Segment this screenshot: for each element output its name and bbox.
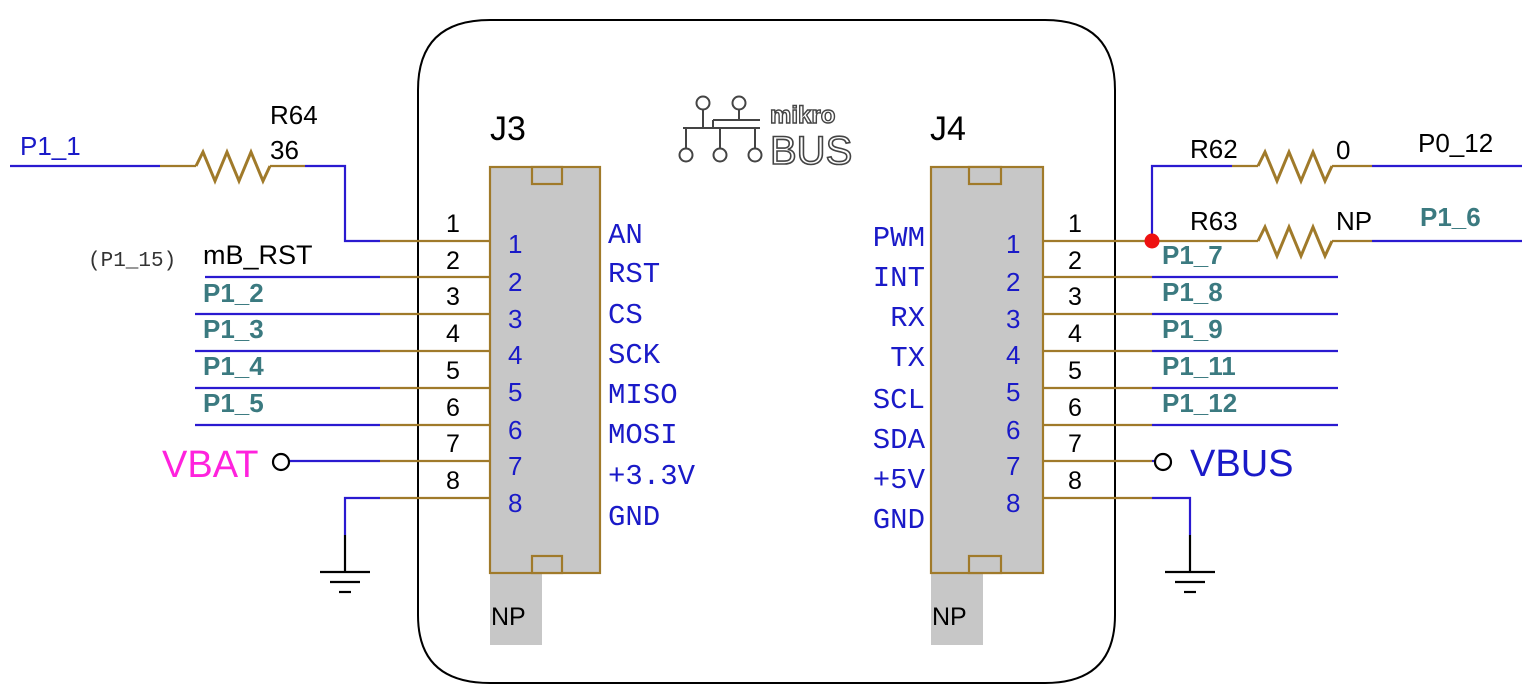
- j4-pin-number: 5: [1068, 357, 1082, 385]
- j3-pin-number: 5: [446, 357, 460, 385]
- j3-signal-label: SCK: [608, 339, 661, 372]
- r63-ref: R63: [1190, 206, 1238, 236]
- j4-inner-number: 6: [1006, 415, 1020, 445]
- r64-ref: R64: [270, 100, 318, 130]
- net-mb-rst: mB_RST: [203, 240, 313, 270]
- j4-signal-label: PWM: [873, 222, 925, 255]
- j3-ref: J3: [490, 110, 526, 148]
- j4-inner-number: 2: [1006, 267, 1020, 297]
- logo-mikro: mikro: [770, 102, 835, 129]
- net-p1-5: P1_5: [203, 388, 264, 418]
- r62-ref: R62: [1190, 134, 1238, 164]
- j4-signal-label: GND: [873, 504, 925, 537]
- j3-inner-number: 8: [508, 488, 522, 518]
- j3-inner-number: 7: [508, 451, 522, 481]
- j3-inner-number: 4: [508, 340, 522, 370]
- right-nets: R62 0 P0_12 R63 NP P1_6 P1_7 P1_8 P1_9 P…: [1144, 128, 1522, 594]
- j4-body: [929, 165, 1045, 575]
- j4-signal-label: +5V: [873, 464, 926, 497]
- j3-signal-label: MISO: [608, 379, 678, 412]
- net-p1-9: P1_9: [1162, 314, 1223, 344]
- j3-np-tab: [490, 573, 542, 645]
- resistor-r62: [1256, 148, 1334, 185]
- j4-pin-number: 3: [1068, 283, 1082, 311]
- ground-symbol-right: [1165, 570, 1215, 594]
- junction-dot: [1144, 233, 1160, 249]
- net-p1-2: P1_2: [203, 278, 264, 308]
- j3-pin-number: 3: [446, 283, 460, 311]
- j4-signal-label: RX: [890, 302, 925, 335]
- j3-signal-label: CS: [608, 299, 643, 332]
- j3-body: [488, 165, 602, 575]
- j3-pin-number: 2: [446, 247, 460, 275]
- j4-signal-label: SCL: [873, 384, 925, 417]
- j3-pin-number: 8: [446, 467, 460, 495]
- j3-top-notch: [530, 165, 564, 186]
- j4-np-label: NP: [932, 603, 967, 631]
- net-p1-11: P1_11: [1162, 351, 1236, 381]
- j3-signal-label: AN: [608, 219, 643, 252]
- j4-bottom-notch: [967, 554, 1003, 575]
- net-p1-8: P1_8: [1162, 277, 1223, 307]
- j4-inner-number: 4: [1006, 340, 1020, 370]
- j3-inner-number: 6: [508, 415, 522, 445]
- net-p1-7: P1_7: [1162, 240, 1223, 270]
- r63-value: NP: [1336, 206, 1372, 236]
- j3-inner-number: 1: [508, 229, 522, 259]
- j3-pin-number: 1: [446, 210, 460, 238]
- j4-pin-number: 7: [1068, 430, 1082, 458]
- r62-value: 0: [1336, 135, 1350, 165]
- mikrobus-logo: mikro BUS: [678, 95, 853, 174]
- connector-j3: J3 NP 1 2 3 4 5 6 7 8 1 2 3 4 5 6 7 8: [380, 110, 696, 645]
- j3-pin-number: 6: [446, 394, 460, 422]
- j4-signal-label: SDA: [873, 424, 926, 457]
- j4-signal-label: INT: [873, 262, 925, 295]
- left-nets: P1_1 R64 36 (P1_15) mB_RST P1_2 P1_3 P1_…: [10, 100, 380, 594]
- j3-pin-number: 7: [446, 430, 460, 458]
- j4-inner-number: 7: [1006, 451, 1020, 481]
- j4-inner-number: 5: [1006, 377, 1020, 407]
- r64-value: 36: [270, 135, 299, 165]
- j4-pin-number: 4: [1068, 320, 1082, 348]
- net-p1-6: P1_6: [1420, 202, 1481, 232]
- j4-pin-number: 8: [1068, 467, 1082, 495]
- j3-signal-label: RST: [608, 258, 660, 291]
- resistor-r63: [1256, 223, 1334, 260]
- net-p1-3: P1_3: [203, 314, 264, 344]
- net-p1-4: P1_4: [203, 351, 264, 381]
- j3-inner-number: 3: [508, 304, 522, 334]
- j4-signal-label: TX: [890, 342, 925, 375]
- j4-top-notch: [967, 165, 1003, 186]
- j4-inner-number: 3: [1006, 304, 1020, 334]
- j3-signal-label: GND: [608, 501, 660, 534]
- net-p0-12: P0_12: [1418, 128, 1493, 158]
- j3-inner-number: 2: [508, 267, 522, 297]
- j4-inner-number: 1: [1006, 229, 1020, 259]
- connector-j4: J4 NP 1 2 3 4 5 6 7 8 1 2 3 4 5 6 7 8: [873, 110, 1152, 645]
- j4-np-tab: [931, 573, 983, 645]
- logo-bus: BUS: [770, 129, 852, 173]
- net-vbat: VBAT: [162, 444, 258, 486]
- vbus-terminal: [1153, 452, 1173, 472]
- j3-signal-label: +3.3V: [608, 460, 696, 493]
- net-vbus: VBUS: [1190, 443, 1293, 485]
- j4-pin-number: 2: [1068, 247, 1082, 275]
- rst-alias: (P1_15): [88, 250, 176, 273]
- j4-pin-number: 6: [1068, 394, 1082, 422]
- j3-signal-label: MOSI: [608, 419, 678, 452]
- net-p1-12: P1_12: [1162, 388, 1237, 418]
- vbat-terminal: [271, 452, 291, 472]
- j3-np-label: NP: [491, 603, 526, 631]
- j3-inner-number: 5: [508, 377, 522, 407]
- j3-pin-number: 4: [446, 320, 460, 348]
- ground-symbol-left: [320, 570, 370, 594]
- net-p1-1: P1_1: [20, 131, 81, 161]
- j4-pin-number: 1: [1068, 210, 1082, 238]
- j3-bottom-notch: [530, 554, 564, 575]
- j4-ref: J4: [930, 110, 966, 148]
- board-outline: [417, 19, 1116, 684]
- j4-inner-number: 8: [1006, 488, 1020, 518]
- resistor-r64: [194, 148, 272, 185]
